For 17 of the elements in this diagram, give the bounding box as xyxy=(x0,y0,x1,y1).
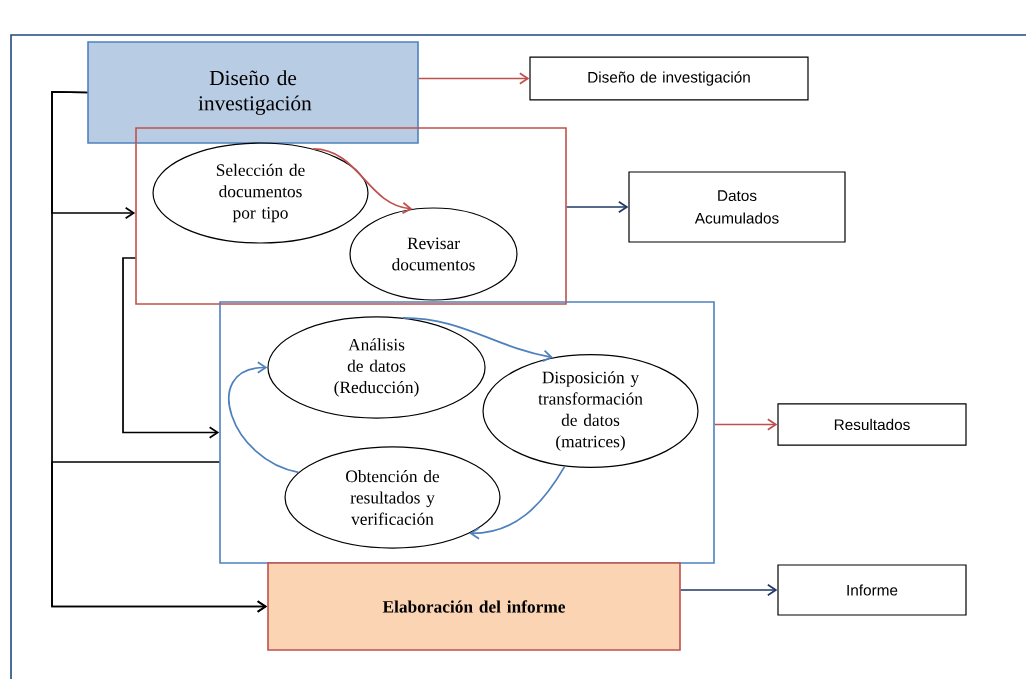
output-box: Resultados xyxy=(777,403,967,446)
arrow xyxy=(469,465,566,540)
arrow xyxy=(679,583,778,597)
arrow xyxy=(417,72,530,85)
group-frame xyxy=(135,127,567,305)
arrow xyxy=(402,317,554,362)
arrow xyxy=(713,418,778,431)
output-box: Diseño de investigación xyxy=(529,56,809,101)
arrow xyxy=(565,200,629,214)
output-box: Datos Acumulados xyxy=(628,171,846,243)
process-box: Diseño de investigación xyxy=(87,41,419,144)
arrow xyxy=(312,147,413,215)
process-box: Elaboración del informe xyxy=(267,562,681,651)
arrow xyxy=(228,361,300,474)
arrow xyxy=(51,461,268,613)
output-box: Informe xyxy=(777,564,967,616)
arrow xyxy=(122,257,220,439)
